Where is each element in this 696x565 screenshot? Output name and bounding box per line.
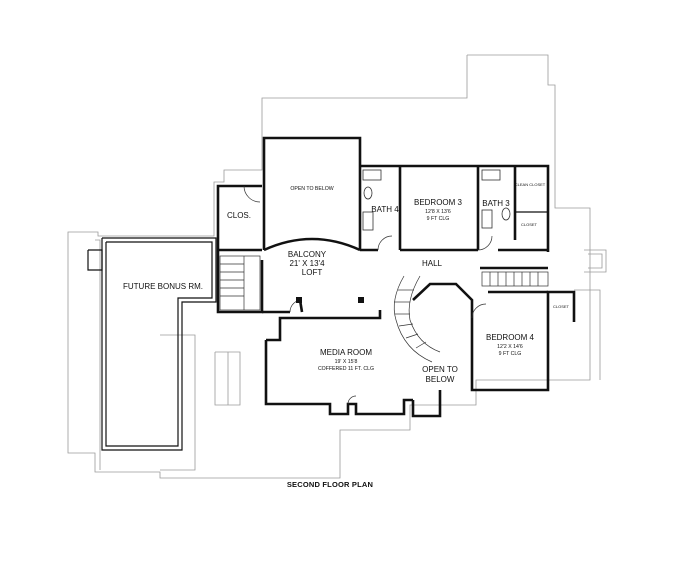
plan-title: SECOND FLOOR PLAN <box>287 480 373 489</box>
label-bedroom-3-size: 12'8 X 13'6 <box>425 209 451 215</box>
label-media-room: MEDIA ROOM <box>320 348 372 357</box>
label-future-bonus: FUTURE BONUS RM. <box>123 282 203 291</box>
column <box>296 297 302 303</box>
label-loft: LOFT <box>302 268 323 277</box>
label-open-to-below-mid-2: BELOW <box>426 375 455 384</box>
main-walls <box>216 136 576 418</box>
label-open-to-below-top: OPEN TO BELOW <box>290 186 333 192</box>
label-balcony: BALCONY <box>288 250 327 259</box>
label-hall: HALL <box>422 259 443 268</box>
column <box>358 297 364 303</box>
balcony-rail <box>263 237 361 252</box>
label-bath-3: BATH 3 <box>482 199 510 208</box>
bath-fixtures <box>362 169 511 231</box>
label-bedroom-3: BEDROOM 3 <box>414 198 463 207</box>
stair-curved <box>393 275 441 363</box>
stair-right <box>481 271 549 287</box>
label-media-room-clg: COFFERED 11 FT. CLG <box>318 366 374 372</box>
future-bonus-room <box>87 237 217 451</box>
stair-left <box>219 255 261 311</box>
label-closet-a: CLOSET <box>521 222 538 227</box>
label-bedroom-4-clg: 9 FT CLG <box>499 351 522 357</box>
label-open-to-below-mid-1: OPEN TO <box>422 365 458 374</box>
label-bedroom-4-size: 12'2 X 14'6 <box>497 344 523 350</box>
label-clos: CLOS. <box>227 211 251 220</box>
label-bath-4: BATH 4 <box>371 205 399 214</box>
label-media-room-size: 19' X 15'8 <box>335 359 358 365</box>
label-bedroom-3-clg: 9 FT CLG <box>427 216 450 222</box>
label-closet-b: CLOSET <box>553 304 570 309</box>
label-balcony-size: 21' X 13'4 <box>289 259 325 268</box>
label-bedroom-4: BEDROOM 4 <box>486 333 535 342</box>
door-swings <box>243 185 493 405</box>
label-clean-closet: CLEAN CLOSET <box>515 182 546 187</box>
